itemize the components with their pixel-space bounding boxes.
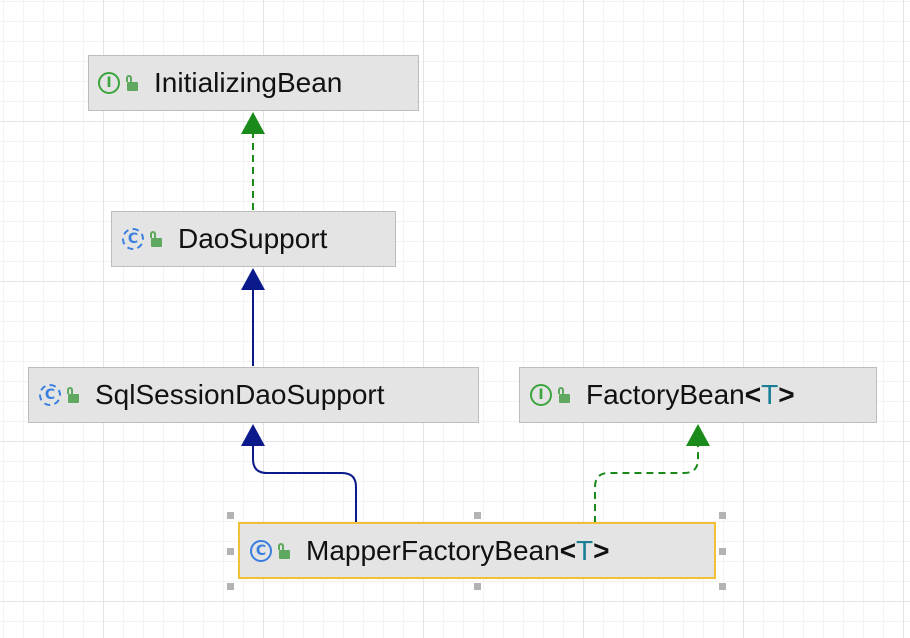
node-daosupport[interactable]: C DaoSupport [111, 211, 396, 267]
resize-handle-top-left[interactable] [227, 512, 234, 519]
arrowhead-initializingbean [241, 112, 265, 134]
generic-open: < [744, 379, 762, 410]
node-initializingbean[interactable]: I InitializingBean [88, 55, 419, 111]
abstract-class-icon: C [39, 384, 61, 406]
resize-handle-bottom[interactable] [474, 583, 481, 590]
class-icon: C [250, 539, 272, 562]
abstract-class-icon: C [122, 228, 144, 250]
node-label: MapperFactoryBean<T> [306, 535, 610, 567]
arrowhead-daosupport [241, 268, 265, 290]
node-label: SqlSessionDaoSupport [95, 379, 385, 410]
node-factorybean[interactable]: I FactoryBean<T> [519, 367, 877, 423]
arrowhead-sqlsessiondaosupport [241, 424, 265, 446]
node-sqlsessiondaosupport[interactable]: C SqlSessionDaoSupport [28, 367, 479, 423]
resize-handle-left[interactable] [227, 548, 234, 555]
arrowhead-factorybean [686, 424, 710, 446]
generic-close: > [593, 534, 610, 566]
resize-handle-top-right[interactable] [719, 512, 726, 519]
node-mapperfactorybean[interactable]: C MapperFactoryBean<T> [238, 522, 716, 579]
class-name: MapperFactoryBean [306, 534, 560, 566]
type-parameter: T [576, 534, 594, 566]
interface-icon: I [98, 72, 120, 94]
lock-icon [277, 542, 290, 559]
lock-icon [149, 231, 162, 247]
lock-icon [66, 387, 79, 403]
resize-handle-bottom-left[interactable] [227, 583, 234, 590]
generic-open: < [559, 534, 577, 566]
node-label: FactoryBean<T> [586, 379, 795, 411]
edge-mapperfactorybean-implements-factorybean[interactable] [594, 446, 699, 523]
class-name: FactoryBean [586, 379, 745, 410]
edge-mapperfactorybean-extends-sqlsessiondaosupport[interactable] [252, 446, 357, 523]
node-label: DaoSupport [178, 223, 328, 254]
resize-handle-right[interactable] [719, 548, 726, 555]
node-label: InitializingBean [154, 67, 343, 98]
lock-icon [557, 387, 570, 403]
lock-icon [125, 75, 138, 91]
resize-handle-bottom-right[interactable] [719, 583, 726, 590]
generic-close: > [778, 379, 795, 410]
interface-icon: I [530, 384, 552, 406]
type-parameter: T [761, 379, 779, 410]
resize-handle-top[interactable] [474, 512, 481, 519]
